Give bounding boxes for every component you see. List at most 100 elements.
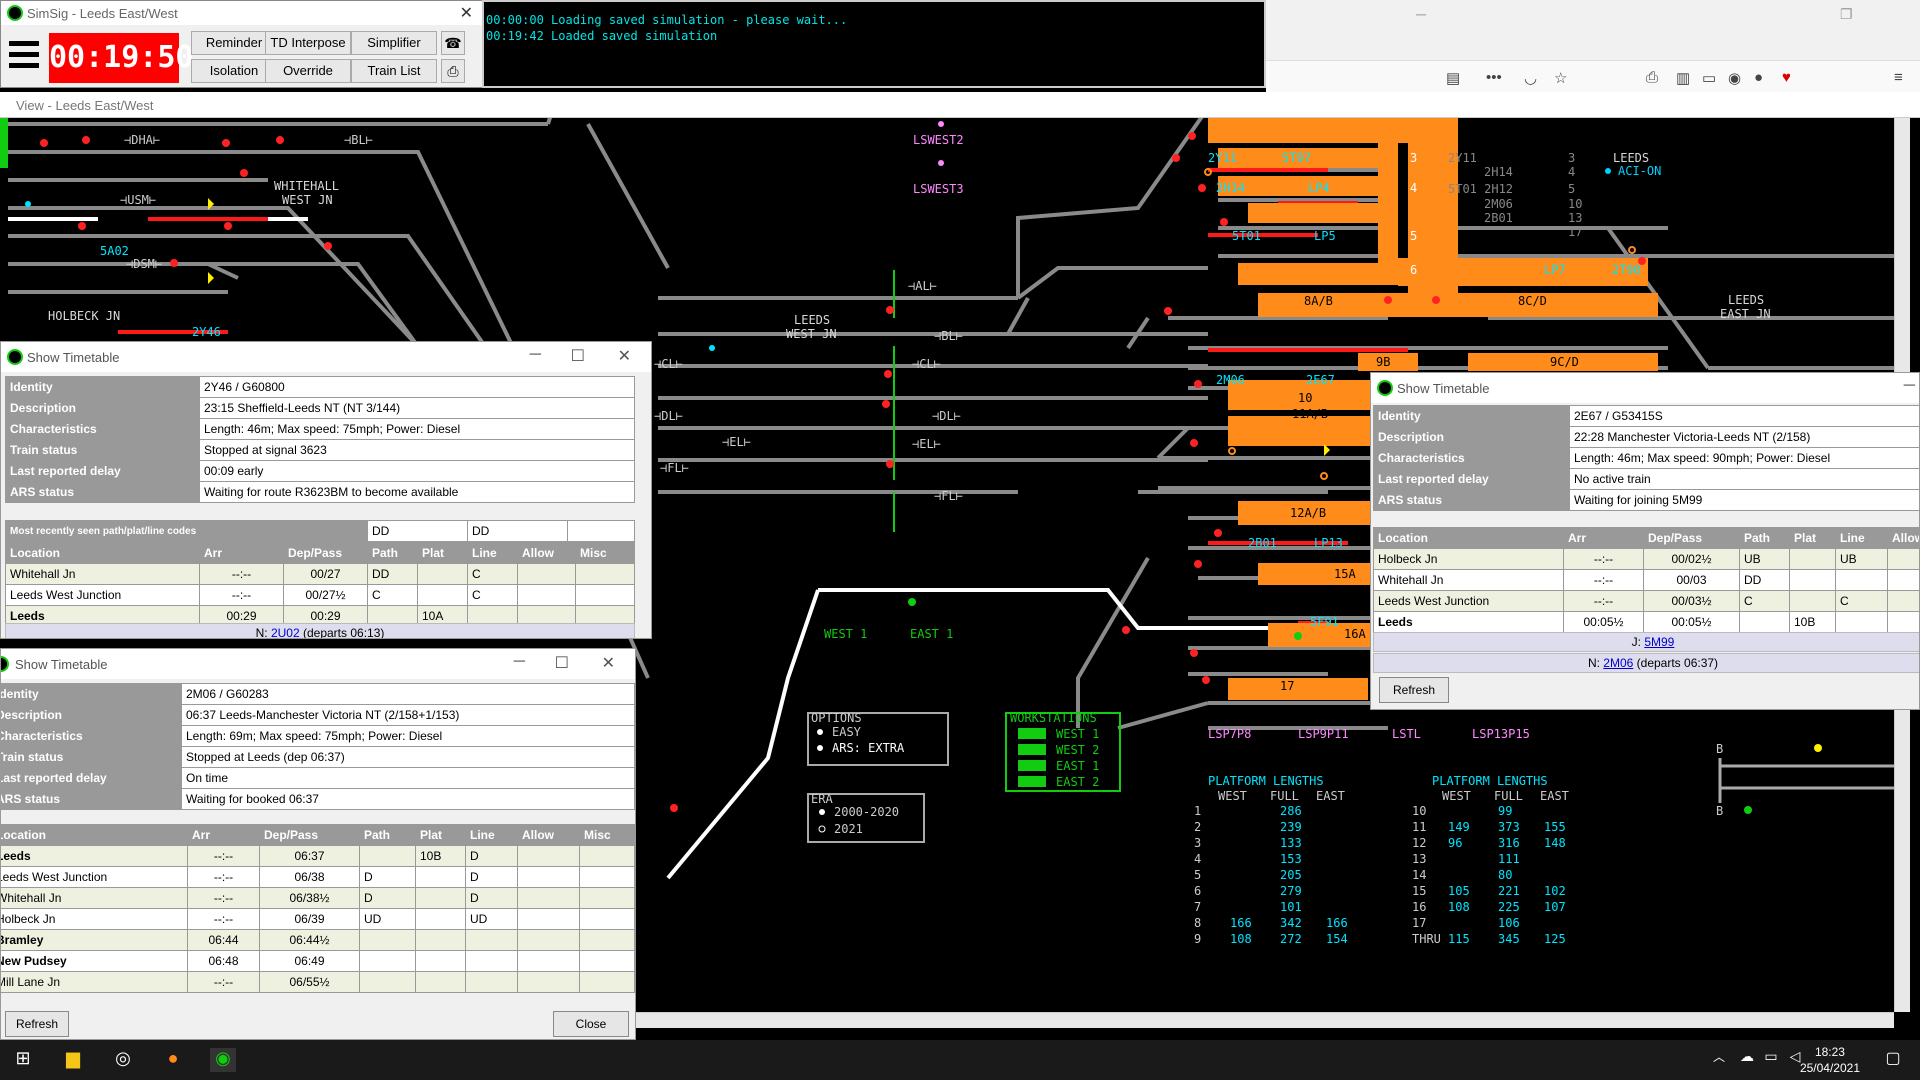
berth[interactable]: 2M06 (1216, 373, 1245, 387)
column-header[interactable]: Arr (1563, 527, 1644, 549)
volume-icon[interactable]: ◁ (1789, 1048, 1801, 1064)
tray-chevron-icon[interactable]: ︿ (1712, 1050, 1725, 1064)
maximize-icon[interactable]: ❐ (1840, 6, 1853, 22)
berth[interactable]: 5T97 (1282, 151, 1311, 165)
workstation-item[interactable]: EAST 1 (1056, 759, 1099, 773)
workstation-item[interactable]: WEST 1 (1056, 727, 1099, 741)
maximize-icon[interactable]: ☐ (554, 655, 569, 672)
berth[interactable]: LP7 (1544, 263, 1566, 277)
join-working-link[interactable]: 5M99 (1644, 635, 1675, 649)
minimize-icon[interactable]: ─ (513, 653, 525, 670)
workstations-panel[interactable]: WORKSTATIONS WEST 1 WEST 2 EAST 1 EAST 2 (1005, 711, 1121, 792)
next-working-link[interactable]: 2M06 (1603, 656, 1634, 670)
column-header[interactable]: Arr (187, 824, 260, 846)
berth[interactable]: LP5 (1314, 229, 1336, 243)
column-header[interactable]: Misc (575, 542, 635, 564)
more-icon[interactable]: ••• (1486, 69, 1502, 86)
options-panel[interactable]: OPTIONS EASY ARS: EXTRA (807, 711, 949, 766)
menu-icon[interactable] (9, 41, 39, 79)
column-header[interactable]: Location (1, 824, 188, 846)
close-button[interactable]: Close (553, 1011, 629, 1037)
table-row[interactable]: Mill Lane Jn--:--06/55½ (1, 971, 635, 993)
minimize-icon[interactable]: ─ (1903, 377, 1915, 394)
library-icon[interactable]: ▥ (1676, 70, 1691, 87)
sim-clock[interactable]: 00:19:50 (49, 33, 194, 83)
pocket-icon[interactable]: ◡ (1524, 70, 1538, 87)
print-icon[interactable]: ⎙ (1646, 69, 1659, 86)
berth[interactable]: 2Y46 (192, 325, 221, 339)
berth[interactable]: 2B01 (1248, 536, 1277, 550)
notifications-icon[interactable]: ▢ (1885, 1050, 1901, 1067)
train-list-button[interactable]: Train List (351, 59, 437, 83)
column-header[interactable]: Line (1835, 527, 1888, 549)
sidebar-icon[interactable]: ▭ (1702, 70, 1717, 87)
firefox-icon[interactable]: ● (167, 1048, 179, 1068)
berth[interactable]: 2Y11 (1208, 151, 1237, 165)
onedrive-icon[interactable]: ☁ (1740, 1048, 1754, 1064)
column-header[interactable]: Allow (517, 542, 576, 564)
isolation-button[interactable]: Isolation (191, 59, 277, 83)
column-header[interactable]: Plat (417, 542, 468, 564)
column-header[interactable]: Allow (517, 824, 580, 846)
era-option-a[interactable]: 2000-2020 (834, 805, 899, 819)
berth[interactable]: 2E67 (1306, 373, 1335, 387)
minimize-icon[interactable]: ─ (529, 346, 541, 363)
berth[interactable]: 2H14 (1216, 181, 1245, 195)
maximize-icon[interactable]: ☐ (570, 348, 585, 365)
column-header[interactable]: Location (5, 542, 200, 564)
option-easy[interactable]: EASY (832, 725, 862, 739)
close-icon[interactable]: ✕ (617, 348, 631, 365)
simplifier-button[interactable]: Simplifier (351, 31, 437, 55)
file-explorer-icon[interactable]: ▆ (66, 1048, 80, 1068)
printer-icon[interactable]: ⎙ (441, 59, 465, 83)
simsig-taskbar-icon[interactable]: ◉ (210, 1048, 236, 1072)
era-option-b[interactable]: 2021 (834, 822, 863, 836)
menu-icon[interactable]: ≡ (1894, 69, 1903, 86)
extension-icon[interactable]: ● (1754, 69, 1764, 86)
berth[interactable]: 5T01 (1232, 229, 1261, 243)
windows-start-icon[interactable]: ⊞ (15, 1048, 31, 1068)
signals[interactable] (40, 132, 1646, 812)
column-header[interactable]: Path (1739, 527, 1790, 549)
workstation-item[interactable]: WEST 2 (1056, 743, 1099, 757)
telephone-icon[interactable]: ☎ (441, 31, 465, 55)
reminder-button[interactable]: Reminder (191, 31, 277, 55)
column-header[interactable]: Allow (1887, 527, 1919, 549)
refresh-button[interactable]: Refresh (1379, 677, 1449, 703)
horizontal-scrollbar[interactable] (632, 1012, 1894, 1028)
reader-icon[interactable]: ▤ (1446, 70, 1461, 87)
berth[interactable]: 2T90 (1612, 263, 1641, 277)
column-header[interactable]: Path (367, 542, 418, 564)
column-header[interactable]: Dep/Pass (1643, 527, 1740, 549)
steam-icon[interactable]: ◎ (115, 1048, 131, 1068)
override-button[interactable]: Override (265, 59, 351, 83)
berth[interactable]: LP13 (1314, 536, 1343, 550)
column-header[interactable]: Line (467, 542, 518, 564)
next-working-link[interactable]: 2U02 (270, 626, 300, 639)
refresh-button[interactable]: Refresh (5, 1011, 69, 1037)
era-panel[interactable]: ERA 2000-2020 2021 (807, 792, 925, 843)
bookmark-star-icon[interactable]: ☆ (1554, 70, 1568, 87)
column-header[interactable]: Path (359, 824, 416, 846)
option-ars[interactable]: ARS: EXTRA (832, 741, 905, 755)
column-header[interactable]: Misc (579, 824, 635, 846)
account-icon[interactable]: ◉ (1728, 70, 1742, 87)
column-header[interactable]: Plat (415, 824, 466, 846)
berth[interactable]: 5F91 (1310, 615, 1339, 629)
column-header[interactable]: Location (1373, 527, 1564, 549)
taskbar-clock[interactable]: 18:23 25/04/2021 (1800, 1044, 1860, 1076)
column-header[interactable]: Dep/Pass (283, 542, 368, 564)
network-icon[interactable]: ▭ (1764, 1048, 1778, 1064)
td-interpose-button[interactable]: TD Interpose (265, 31, 351, 55)
